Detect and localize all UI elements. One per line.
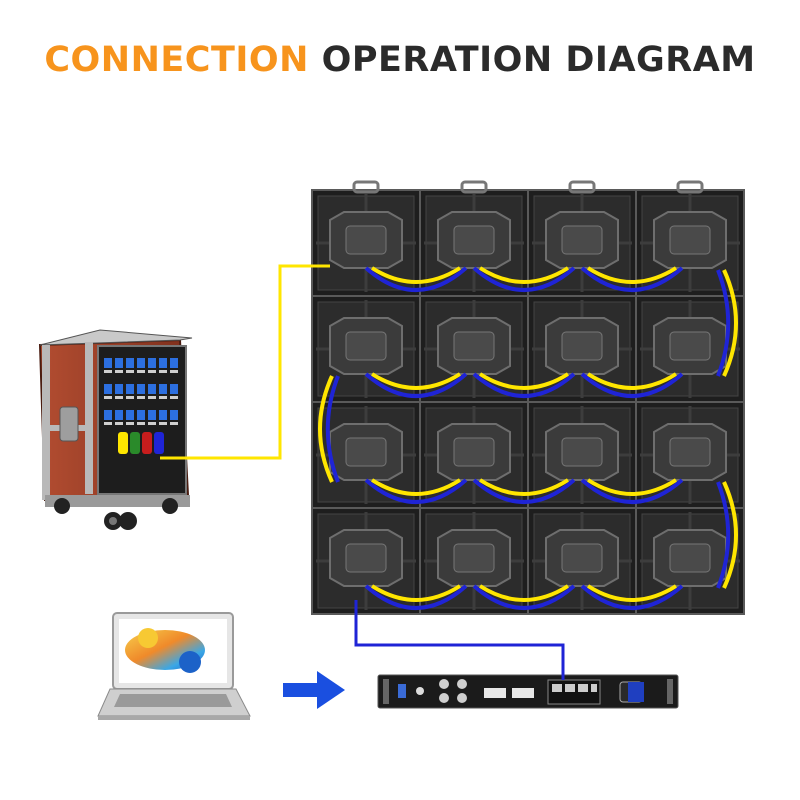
laptop-icon xyxy=(97,612,251,720)
led-cabinet-icon xyxy=(311,180,421,297)
sending-card-icon xyxy=(377,674,679,709)
led-wall xyxy=(311,180,745,615)
power-distribution-box-icon xyxy=(38,329,193,530)
led-cabinet-icon xyxy=(311,295,421,403)
led-cabinet-icon xyxy=(419,401,529,509)
title-rest: OPERATION DIAGRAM xyxy=(321,40,756,80)
main-power-cable xyxy=(160,264,330,460)
signal-cables xyxy=(325,266,731,610)
led-cabinet-icon xyxy=(635,401,745,509)
arrow-right-icon xyxy=(283,671,345,709)
led-cabinet-icon xyxy=(527,295,637,403)
title-highlight: CONNECTION xyxy=(44,40,309,80)
diagram-title: CONNECTION OPERATION DIAGRAM xyxy=(0,40,800,80)
power-cables xyxy=(318,266,738,602)
led-cabinet-icon xyxy=(419,295,529,403)
signal-feed-cable xyxy=(354,600,565,680)
led-cabinet-icon xyxy=(311,507,421,615)
